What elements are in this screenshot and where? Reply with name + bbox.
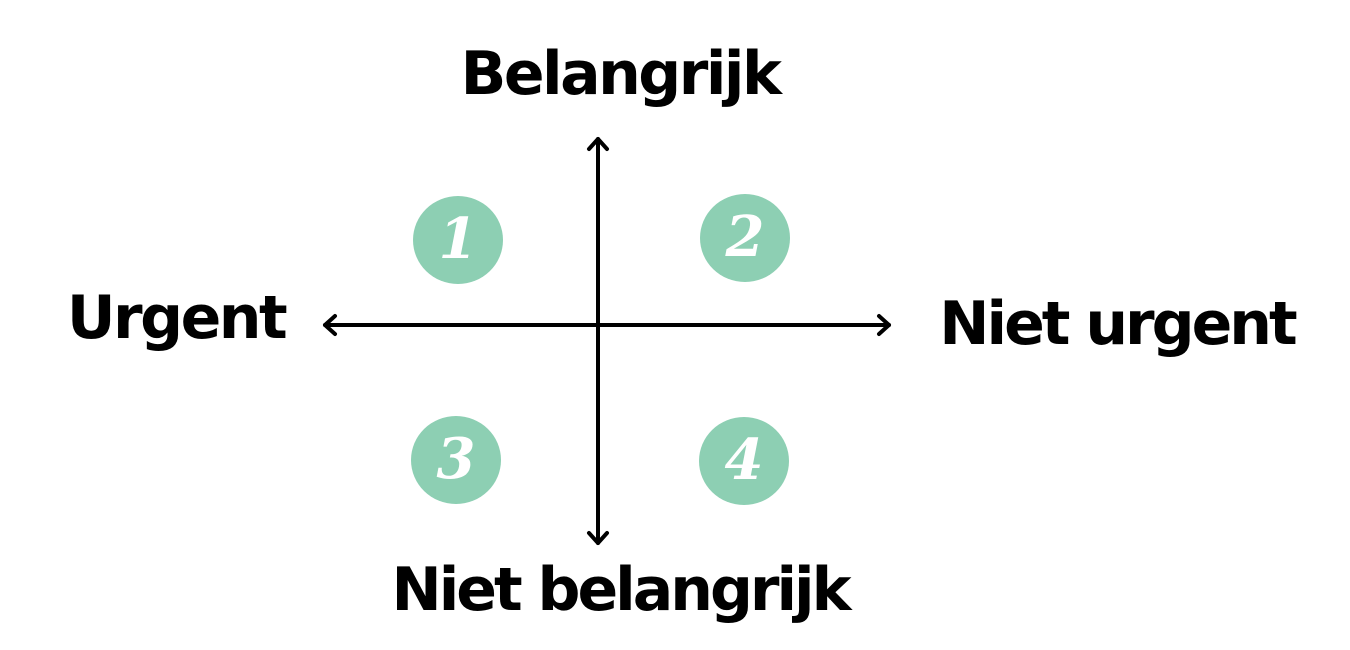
quadrant-2-badge: 2	[700, 194, 790, 282]
quadrant-4-badge: 4	[699, 417, 789, 505]
arrow-up-icon	[587, 137, 609, 151]
vertical-axis	[587, 137, 609, 545]
axis-label-not-urgent: Niet urgent	[939, 289, 1297, 359]
quadrant-2-number: 2	[725, 204, 765, 270]
axis-label-important: Belangrijk	[460, 39, 782, 109]
quadrant-3-badge: 3	[411, 416, 501, 504]
arrow-down-icon	[587, 531, 609, 545]
arrow-left-icon	[323, 314, 337, 336]
quadrant-1-number: 1	[438, 206, 478, 272]
quadrant-4-number: 4	[724, 427, 764, 493]
arrow-right-icon	[877, 314, 891, 336]
axis-label-not-important: Niet belangrijk	[391, 555, 851, 625]
quadrant-3-number: 3	[436, 426, 476, 492]
horizontal-axis	[323, 314, 891, 336]
axis-label-urgent: Urgent	[66, 283, 288, 353]
quadrant-1-badge: 1	[413, 196, 503, 284]
